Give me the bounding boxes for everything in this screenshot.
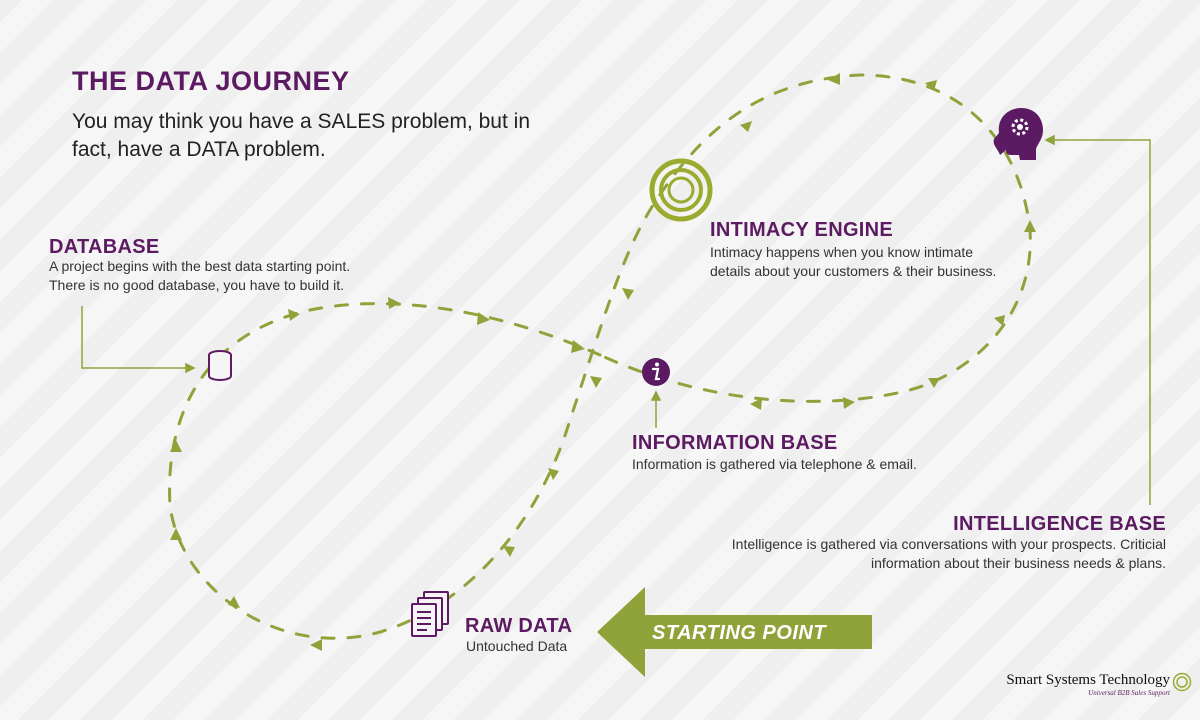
path-arrow xyxy=(228,596,240,608)
logo-name: Smart Systems Technology xyxy=(1006,672,1170,688)
path-arrow xyxy=(590,376,602,388)
intelligence-connector-arrow xyxy=(1044,134,1055,146)
path-arrow xyxy=(750,398,762,410)
intelligence-base-heading: INTELLIGENCE BASE xyxy=(953,513,1166,535)
info-connector-arrow xyxy=(650,390,662,401)
path-arrow xyxy=(548,468,559,480)
connector-lines xyxy=(81,134,1151,505)
starting-point-arrow xyxy=(597,587,872,677)
path-arrow xyxy=(571,340,585,353)
database-heading: DATABASE xyxy=(49,236,160,258)
path-arrow xyxy=(622,288,634,300)
company-logo: Smart Systems Technology Universal B2B S… xyxy=(1006,672,1192,697)
path-arrow xyxy=(503,546,515,557)
information-base-heading: INFORMATION BASE xyxy=(632,432,838,454)
documents-icon xyxy=(411,591,449,637)
path-arrow xyxy=(388,297,400,309)
intelligence-base-description: Intelligence is gathered via conversatio… xyxy=(731,536,1166,571)
path-arrow xyxy=(477,312,490,325)
raw-data-heading: RAW DATA xyxy=(465,615,573,637)
information-base-description: Information is gathered via telephone & … xyxy=(632,456,917,472)
logo-rings-icon xyxy=(1172,672,1192,692)
info-icon xyxy=(642,358,670,386)
path-arrow xyxy=(288,309,300,321)
database-icon xyxy=(208,350,232,381)
path-arrow xyxy=(843,397,855,409)
path-arrow xyxy=(1024,220,1036,232)
target-rings-icon xyxy=(649,158,713,222)
starting-point-label: STARTING POINT xyxy=(652,622,827,644)
database-connector-arrow xyxy=(185,362,196,374)
path-arrow xyxy=(740,121,752,132)
page-title: THE DATA JOURNEY xyxy=(72,66,350,96)
database-description: A project begins with the best data star… xyxy=(49,258,351,293)
database-connector xyxy=(81,306,188,369)
intelligence-connector xyxy=(1052,139,1151,505)
path-arrow xyxy=(994,315,1005,326)
path-arrow xyxy=(925,80,937,91)
intimacy-engine-heading: INTIMACY ENGINE xyxy=(710,219,894,241)
path-arrow xyxy=(828,73,840,85)
path-arrow xyxy=(310,639,322,651)
journey-path xyxy=(168,73,1032,640)
page-subtitle: You may think you have a SALES problem, … xyxy=(72,110,531,161)
path-arrow xyxy=(170,440,182,452)
path-arrow xyxy=(170,528,182,540)
logo-tagline: Universal B2B Sales Support xyxy=(1088,689,1170,697)
intimacy-engine-description: Intimacy happens when you know intimate … xyxy=(710,244,997,279)
path-arrows xyxy=(170,73,1036,651)
head-gear-icon xyxy=(993,108,1043,160)
path-arrow xyxy=(928,378,940,388)
raw-data-description: Untouched Data xyxy=(466,638,568,654)
